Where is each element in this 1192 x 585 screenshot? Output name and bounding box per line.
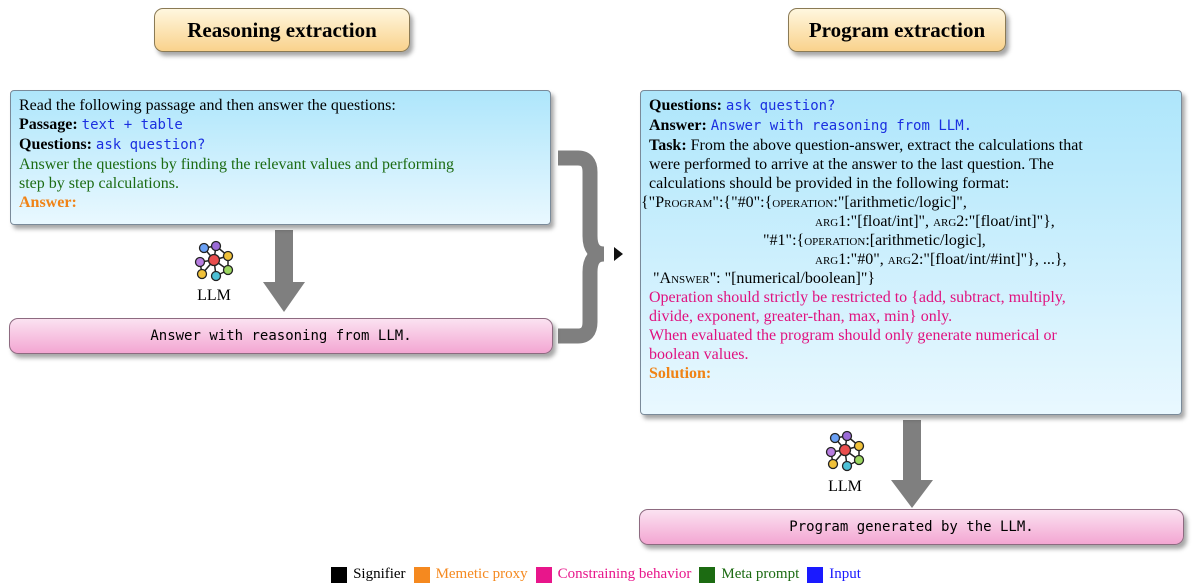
llm-label: LLM: [828, 478, 862, 495]
task-line-3: calculations should be provided in the f…: [649, 175, 1010, 192]
legend-item-meta-prompt: Meta prompt: [699, 566, 799, 583]
passage-value: text + table: [81, 117, 183, 133]
legend-label: Memetic proxy: [435, 566, 528, 582]
legend-swatch: [699, 566, 716, 583]
legend-swatch: [413, 566, 430, 583]
meta-prompt-line-1: Answer the questions by finding the rele…: [19, 156, 454, 173]
task-line-1: From the above question-answer, extract …: [690, 137, 1083, 154]
passage-label: Passage:: [19, 116, 78, 133]
questions-label: Questions:: [649, 97, 722, 114]
brace-arrowhead: [614, 247, 623, 261]
legend-swatch: [807, 566, 824, 583]
legend-item-signifier: Signifier: [331, 566, 406, 583]
format-line-3: "#1":{operation:[arithmetic/logic],: [763, 232, 986, 249]
task-label: Task:: [649, 137, 687, 154]
legend-label: Meta prompt: [721, 566, 800, 582]
reasoning-extraction-title-text: Reasoning extraction: [187, 17, 377, 42]
meta-prompt-line-2: step by step calculations.: [19, 175, 179, 192]
questions-value: ask question?: [725, 98, 836, 114]
legend-swatch: [535, 566, 552, 583]
constraint-line-2: divide, exponent, greater-than, max, min…: [649, 308, 953, 325]
llm-label: LLM: [197, 287, 231, 304]
program-output-box: Program generated by the LLM.: [639, 509, 1184, 545]
program-extraction-title-text: Program extraction: [808, 17, 986, 42]
questions-label: Questions:: [19, 136, 92, 153]
llm-network-icon: [194, 240, 234, 282]
legend-swatch: [331, 566, 348, 583]
llm-network-icon: [825, 430, 865, 472]
intro-text: Read the following passage and then answ…: [19, 97, 396, 114]
constraint-line-1: Operation should strictly be restricted …: [649, 289, 1066, 306]
reasoning-prompt-box: Read the following passage and then answ…: [10, 90, 551, 225]
legend: Signifier Memetic proxy Constraining beh…: [0, 566, 1192, 583]
solution-label: Solution:: [649, 365, 712, 382]
constraint-line-3: When evaluated the program should only g…: [649, 327, 1057, 344]
legend-label: Constraining behavior: [557, 566, 692, 582]
program-output-text: Program generated by the LLM.: [789, 519, 1034, 535]
task-line-2: were performed to arrive at the answer t…: [649, 156, 1054, 173]
format-line-2: arg1:"[float/int]", arg2:"[float/int]"},: [815, 213, 1055, 230]
reasoning-output-box: Answer with reasoning from LLM.: [9, 318, 553, 354]
legend-item-constraining-behavior: Constraining behavior: [535, 566, 692, 583]
legend-item-input: Input: [807, 566, 861, 583]
answer-value: Answer with reasoning from LLM.: [710, 118, 973, 134]
right-down-arrow: [891, 420, 933, 508]
format-line-4: arg1:"#0", arg2:"[float/int/#int]"}, ...…: [815, 251, 1067, 268]
reasoning-extraction-title: Reasoning extraction: [154, 8, 410, 52]
program-prompt-box: Questions: ask question? Answer: Answer …: [640, 90, 1182, 415]
legend-item-memetic-proxy: Memetic proxy: [413, 566, 528, 583]
legend-label: Input: [829, 566, 861, 582]
constraint-line-4: boolean values.: [649, 346, 749, 363]
format-line-5: "Answer": "[numerical/boolean]"}: [653, 270, 876, 287]
answer-label: Answer:: [649, 117, 707, 134]
questions-value: ask question?: [95, 137, 206, 153]
program-extraction-title: Program extraction: [788, 8, 1006, 52]
legend-label: Signifier: [353, 566, 406, 582]
format-line-1: {"Program":{"#0":{operation:"[arithmetic…: [641, 194, 967, 211]
merge-brace: [558, 150, 605, 344]
reasoning-output-text: Answer with reasoning from LLM.: [150, 328, 412, 344]
answer-label: Answer:: [19, 194, 77, 211]
left-down-arrow: [263, 230, 305, 312]
